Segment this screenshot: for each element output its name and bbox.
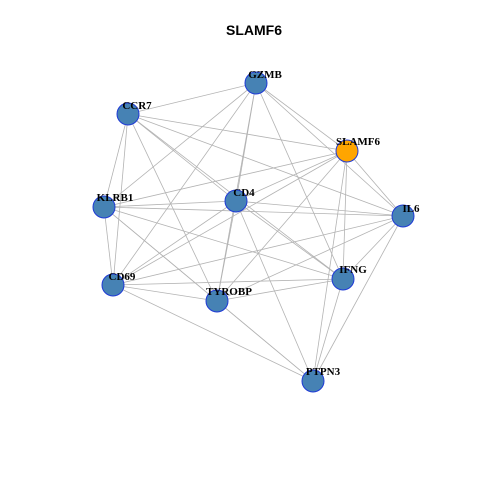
node-ptpn3 [301,369,325,393]
edge-ccr7-cd69 [112,113,129,286]
nodes-layer [92,71,415,393]
edge-klrb1-il6 [103,206,404,217]
edge-tyrobp-ptpn3 [216,300,314,382]
edge-slamf6-klrb1 [103,150,348,208]
edge-gzmb-ccr7 [127,82,257,115]
node-slamf6 [335,139,359,163]
edge-klrb1-cd4 [103,200,237,208]
edge-ifng-ptpn3 [312,278,344,382]
edge-ifng-cd69 [112,278,344,286]
edge-cd4-ifng [235,200,344,280]
edge-ifng-tyrobp [216,278,344,302]
node-label-gzmb: GZMB [248,69,282,81]
node-label-ptpn3: PTPN3 [306,366,341,378]
edge-gzmb-slamf6 [255,82,348,152]
edge-cd4-cd69 [112,200,237,286]
edge-gzmb-ifng [255,82,344,280]
edge-gzmb-klrb1 [103,82,257,208]
node-gzmb [244,71,268,95]
edge-slamf6-tyrobp [216,150,348,302]
edge-ccr7-il6 [127,113,404,217]
node-label-cd4: CD4 [233,187,255,199]
edge-cd4-tyrobp [216,200,237,302]
edge-ccr7-cd4 [127,113,237,202]
edge-il6-ptpn3 [312,215,404,382]
node-label-tyrobp: TYROBP [206,286,252,298]
node-tyrobp [205,289,229,313]
edge-slamf6-cd4 [235,150,348,202]
node-ifng [331,267,355,291]
edge-cd69-tyrobp [112,284,218,302]
node-cd4 [224,189,248,213]
node-label-klrb1: KLRB1 [97,192,134,204]
edge-cd4-il6 [235,200,404,217]
edge-klrb1-cd69 [103,206,114,286]
plot-title: SLAMF6 [226,22,282,38]
edge-ccr7-tyrobp [127,113,218,302]
edge-il6-cd69 [112,215,404,286]
node-label-ccr7: CCR7 [122,100,152,112]
edge-gzmb-cd69 [112,82,257,286]
edge-slamf6-il6 [346,150,404,217]
node-label-il6: IL6 [402,203,420,215]
node-label-cd69: CD69 [109,271,136,283]
edge-slamf6-ptpn3 [312,150,348,382]
edge-slamf6-cd69 [112,150,348,286]
edge-klrb1-ifng [103,206,344,280]
edge-ccr7-klrb1 [103,113,129,208]
node-il6 [391,204,415,228]
edge-ccr7-slamf6 [127,113,348,152]
node-ccr7 [116,102,140,126]
edge-il6-ifng [342,215,404,280]
node-klrb1 [92,195,116,219]
edge-slamf6-ifng [342,150,348,280]
node-cd69 [101,273,125,297]
edge-il6-tyrobp [216,215,404,302]
edge-cd69-ptpn3 [112,284,314,382]
node-label-ifng: IFNG [339,264,367,276]
edge-gzmb-il6 [255,82,404,217]
node-label-slamf6: SLAMF6 [336,136,381,148]
